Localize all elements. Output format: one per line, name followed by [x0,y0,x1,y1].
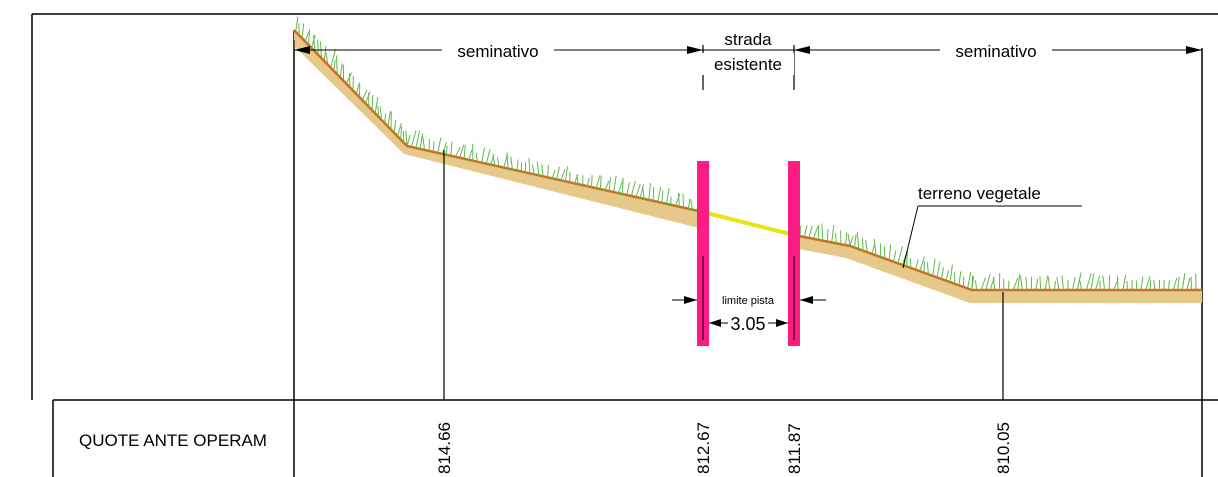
zone-arrow-start [294,46,310,54]
limit-marker-left [697,161,709,346]
elevation-value-2: 812.67 [694,422,713,474]
elevation-value-1: 814.66 [435,422,454,474]
track-width-bg [728,312,768,332]
zone-label-left: seminativo [457,42,538,61]
ground-layer-right [794,235,1202,303]
zone-label-bg-right [940,38,1052,62]
track-limit-label: limite pista [722,295,775,307]
zone-label-road-line1: strada [724,30,772,49]
zone-label-bg-road [702,53,794,75]
zone-label-bg-left [442,38,554,62]
zone-arrow-end [1186,46,1202,54]
track-arrow-outer-left [684,296,697,304]
limit-marker-right [788,161,800,346]
elevation-value-3: 811.87 [785,423,804,474]
topsoil-label: terreno vegetale [918,184,1041,203]
topsoil-leader-line [902,205,919,269]
elevation-value-4: 810.05 [994,422,1013,474]
zone-label-right: seminativo [955,42,1036,61]
existing-road-surface [702,210,795,237]
track-arrow-inner-right [776,319,788,327]
zone-label-road-line2: esistente [714,55,782,74]
track-arrow-outer-right [800,296,813,304]
zone-arrow-road-left [687,46,703,54]
table-row-label: QUOTE ANTE OPERAM [79,431,267,450]
track-width-value: 3.05 [730,314,765,334]
track-arrow-inner-left [709,319,721,327]
zone-arrow-road-right [794,46,810,54]
grass-hatching [295,16,1197,291]
ground-layer-left [294,30,703,229]
